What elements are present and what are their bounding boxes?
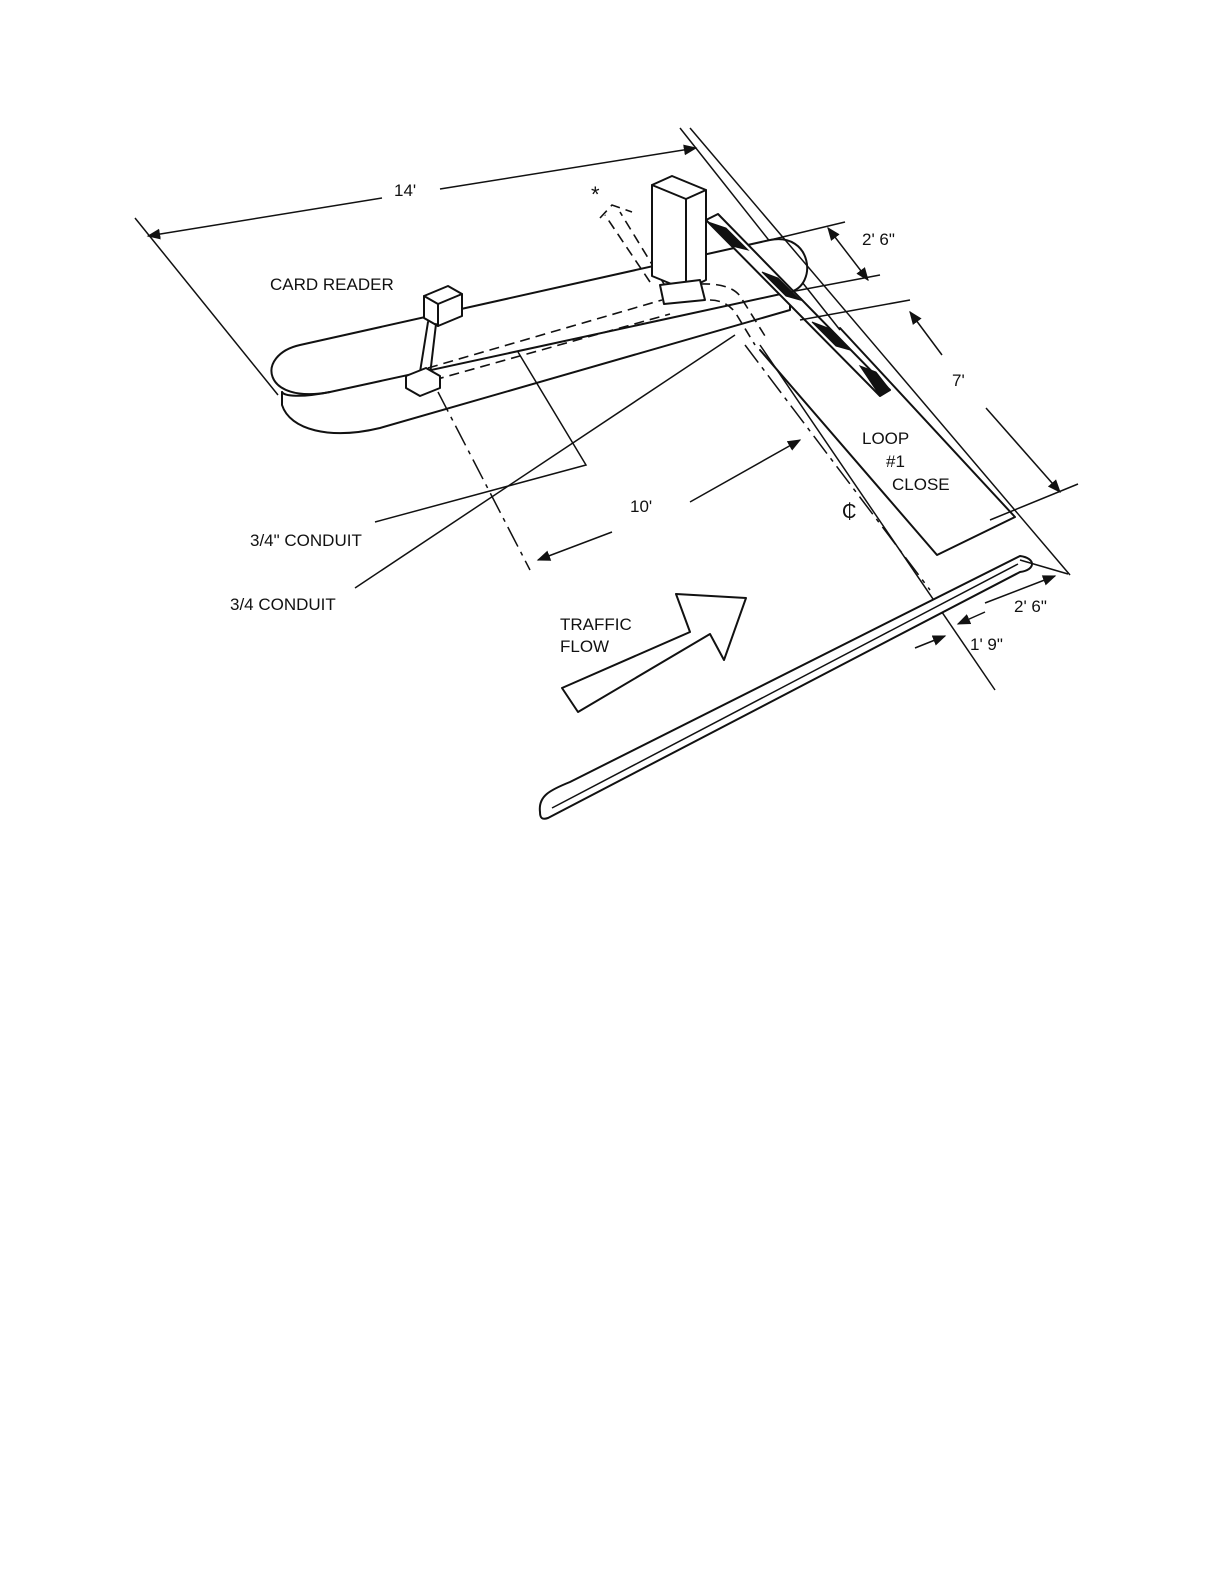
svg-text:*: * (591, 182, 600, 207)
label-loop-line3: CLOSE (892, 475, 950, 494)
label-flow: FLOW (560, 637, 609, 656)
star-marker: * (591, 182, 632, 218)
label-1ft9: 1' 9" (970, 635, 1003, 654)
label-7ft: 7' (952, 371, 965, 390)
label-loop-line1: LOOP (862, 429, 909, 448)
label-centerline: ₵ (842, 501, 856, 523)
label-conduit-upper: 3/4" CONDUIT (250, 531, 362, 550)
label-traffic: TRAFFIC (560, 615, 632, 634)
label-card-reader: CARD READER (270, 275, 394, 294)
label-2ft6-top: 2' 6" (862, 230, 895, 249)
centerline (438, 345, 930, 590)
label-loop-line2: #1 (886, 452, 905, 471)
label-14ft: 14' (394, 181, 416, 200)
label-2ft6-bottom: 2' 6" (1014, 597, 1047, 616)
label-conduit-lower: 3/4 CONDUIT (230, 595, 336, 614)
dimension-10ft (538, 440, 800, 560)
barrier-gate (652, 176, 706, 304)
label-10ft: 10' (630, 497, 652, 516)
